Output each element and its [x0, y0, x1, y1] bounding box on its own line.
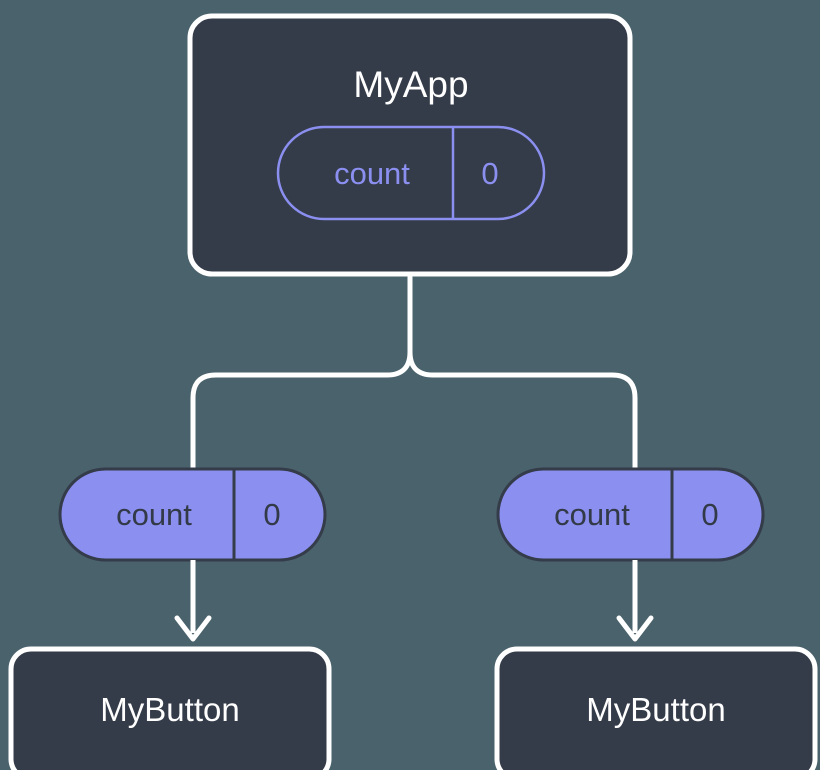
prop-pill-left[interactable]: count 0 — [58, 467, 327, 562]
child-component-left[interactable]: MyButton — [8, 646, 332, 770]
arrow-right-head — [616, 615, 654, 642]
prop-pill-right-key: count — [554, 497, 630, 532]
prop-pill-left-value: 0 — [263, 497, 280, 532]
prop-pill-left-shape[interactable] — [58, 467, 327, 562]
root-component-box[interactable] — [187, 13, 633, 277]
prop-pill-right-value: 0 — [701, 497, 718, 532]
connector-group — [190, 274, 638, 503]
root-state-pill[interactable]: count 0 — [276, 125, 546, 221]
prop-pill-left-key: count — [116, 497, 192, 532]
arrow-left-head — [174, 615, 212, 642]
root-state-pill-key: count — [334, 156, 410, 191]
child-component-right[interactable]: MyButton — [494, 646, 818, 770]
arrow-right — [616, 560, 654, 642]
prop-pill-right-shape[interactable] — [496, 467, 765, 562]
connector-trunk — [190, 274, 413, 503]
root-component-title: MyApp — [353, 64, 468, 105]
root-state-pill-outline[interactable] — [276, 125, 546, 221]
child-component-left-box[interactable] — [8, 646, 332, 770]
root-state-pill-value: 0 — [481, 156, 498, 191]
child-component-right-title: MyButton — [586, 691, 725, 728]
connector-trunk-right — [407, 349, 638, 503]
child-component-right-box[interactable] — [494, 646, 818, 770]
arrow-left — [174, 560, 212, 642]
prop-pill-right[interactable]: count 0 — [496, 467, 765, 562]
root-component-node[interactable]: MyApp count 0 — [187, 13, 633, 277]
child-component-left-title: MyButton — [100, 691, 239, 728]
